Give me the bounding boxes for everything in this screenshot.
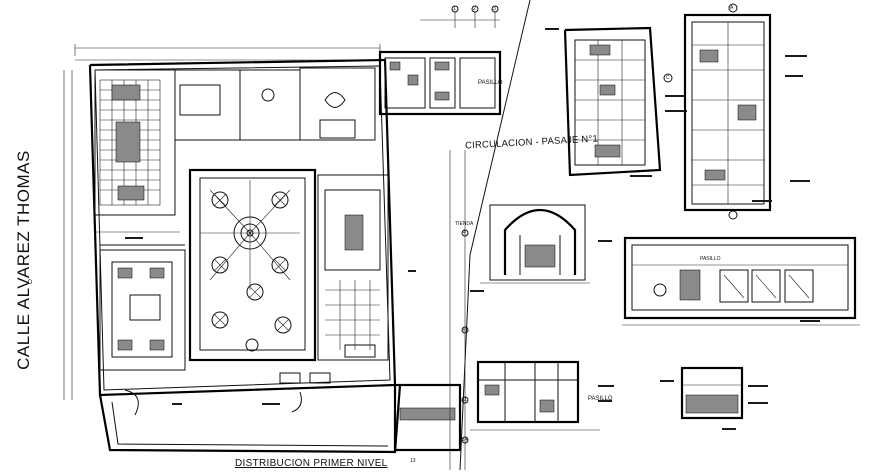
pasillo-label-elevation: PASILLO	[700, 256, 721, 262]
grid-number: 11	[462, 397, 468, 403]
tienda-label: TIENDA	[455, 221, 474, 227]
courtyard-fountain	[200, 180, 300, 290]
section-marker-c: C	[666, 75, 670, 81]
street-name-label: CALLE ALVAREZ THOMAS	[14, 150, 33, 370]
section-marker-a: A	[730, 5, 734, 11]
top-service-strip	[378, 5, 502, 116]
grid-number: 2	[473, 6, 476, 12]
sheet-title: DISTRIBUCION PRIMER NIVEL	[235, 458, 388, 469]
grid-number: 14	[462, 437, 468, 443]
tile-pattern-topleft	[99, 79, 161, 206]
pasillo-label-top: PASILLO	[478, 80, 503, 86]
arch-section	[470, 204, 612, 292]
grid-number: 13	[410, 458, 416, 464]
elevation-drawing	[622, 236, 860, 326]
bottom-center-plan	[470, 360, 614, 431]
bottom-right-section	[660, 366, 768, 430]
north-marker: D	[28, 280, 33, 286]
pasillo-label-bottom: PASILLO	[588, 396, 613, 402]
courtyard-tables	[211, 191, 292, 352]
grid-number: 4	[463, 230, 466, 236]
kitchen-grid	[325, 280, 380, 350]
upper-plan-2	[683, 3, 810, 220]
grid-number: 3	[493, 6, 496, 12]
upper-plan-1	[545, 26, 687, 177]
diagonal-cut-line	[469, 0, 531, 256]
main-building	[63, 44, 462, 454]
grid-number: 1	[453, 6, 456, 12]
grid-number: 8	[463, 327, 466, 333]
